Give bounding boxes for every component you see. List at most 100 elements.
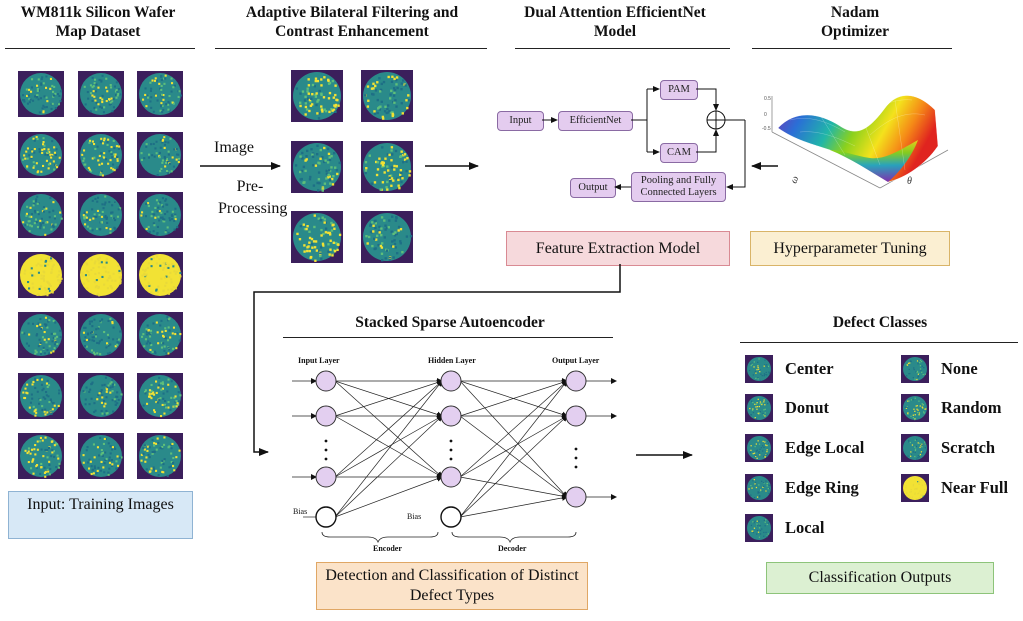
ssa-title: Stacked Sparse Autoencoder <box>355 314 545 331</box>
arrow-model-to-ssa <box>253 264 621 456</box>
decoder-brace <box>451 531 577 544</box>
encoder-brace <box>321 531 439 544</box>
filtered-wafer-image <box>291 70 343 122</box>
defect-class-label: None <box>941 359 978 378</box>
defect-class-wafer-icon <box>745 514 773 542</box>
svg-text:0: 0 <box>764 112 767 118</box>
filter-title-rule <box>215 48 487 49</box>
dataset-wafer-image <box>18 433 64 479</box>
neuron-node <box>315 370 337 392</box>
dataset-wafer-image <box>137 252 183 298</box>
filtered-wafer-image <box>291 141 343 193</box>
dataset-wafer-image <box>78 132 124 178</box>
defect-class-wafer-icon <box>901 394 929 422</box>
dataset-title-rule <box>5 48 195 49</box>
dataset-wafer-image <box>78 312 124 358</box>
classification-outputs-box: Classification Outputs <box>766 562 994 594</box>
neuron-node <box>315 466 337 488</box>
input-layer-label: Input Layer <box>298 356 340 365</box>
output-node: Output <box>570 178 616 198</box>
optimizer-title: Nadam Optimizer <box>820 4 889 40</box>
bias-label-2: Bias <box>407 512 422 521</box>
defect-class-label: Center <box>785 359 834 378</box>
svg-text:-0.5: -0.5 <box>762 126 771 132</box>
neuron-node <box>565 486 587 508</box>
dataset-wafer-image <box>137 192 183 238</box>
defect-class-label: Near Full <box>941 478 1009 497</box>
encoder-label: Encoder <box>373 544 402 553</box>
autoencoder-nodes <box>315 370 587 528</box>
ssa-title-rule <box>283 337 613 338</box>
pam-node: PAM <box>660 80 698 100</box>
dataset-wafer-image <box>137 132 183 178</box>
cam-node: CAM <box>660 143 698 163</box>
model-title: Dual Attention EfficientNet Model <box>524 4 706 40</box>
defect-class-wafer-icon <box>745 434 773 462</box>
dataset-wafer-image <box>137 373 183 419</box>
defect-title-rule <box>740 342 1018 343</box>
filtered-wafer-image <box>361 70 413 122</box>
dataset-wafer-image <box>18 312 64 358</box>
dataset-wafer-image <box>137 312 183 358</box>
bias-label-1: Bias <box>293 507 308 516</box>
detection-classification-box: Detection and Classification of Distinct… <box>316 562 588 610</box>
surface-front-fold <box>830 140 918 182</box>
defect-class-wafer-icon <box>745 474 773 502</box>
dataset-title: WM811k Silicon Wafer Map Dataset <box>20 4 176 40</box>
dataset-wafer-image <box>78 373 124 419</box>
defect-class-wafer-icon <box>901 355 929 383</box>
bias-node <box>315 506 337 528</box>
dataset-wafer-image <box>18 71 64 117</box>
hidden-layer-label: Hidden Layer <box>428 356 476 365</box>
neuron-node <box>565 370 587 392</box>
defect-class-label: Random <box>941 398 1002 417</box>
defect-class-label: Edge Local <box>785 438 865 457</box>
feature-extraction-box: Feature Extraction Model <box>506 231 730 266</box>
decoder-label: Decoder <box>498 544 527 553</box>
input-training-images-box: Input: Training Images <box>8 491 193 539</box>
image-label: Image <box>214 139 254 156</box>
filtered-wafer-image <box>361 141 413 193</box>
dataset-wafer-image <box>18 192 64 238</box>
surface-axis-glyph-left: ω <box>788 175 801 185</box>
defect-title: Defect Classes <box>832 314 928 331</box>
sum-node <box>706 110 726 130</box>
pooling-node: Pooling and Fully Connected Layers <box>631 172 726 202</box>
model-title-rule <box>515 48 730 49</box>
dataset-wafer-image <box>137 433 183 479</box>
defect-class-label: Scratch <box>941 438 996 457</box>
filter-title: Adaptive Bilateral Filtering and Contras… <box>245 4 459 40</box>
output-layer-label: Output Layer <box>552 356 600 365</box>
surface-axis-glyph-right: θ <box>907 176 912 187</box>
autoencoder-edges <box>292 378 617 518</box>
neuron-node <box>440 405 462 427</box>
defect-class-wafer-icon <box>745 394 773 422</box>
svg-text:0.5: 0.5 <box>764 96 771 102</box>
defect-class-wafer-icon <box>901 474 929 502</box>
defect-class-wafer-icon <box>745 355 773 383</box>
dataset-wafer-image <box>78 192 124 238</box>
defect-class-label: Donut <box>785 398 830 417</box>
input-node: Input <box>497 111 544 131</box>
hyperparameter-tuning-box: Hyperparameter Tuning <box>750 231 950 266</box>
filtered-wafer-image <box>291 211 343 263</box>
defect-class-wafer-icon <box>901 434 929 462</box>
neuron-node <box>315 405 337 427</box>
dataset-wafer-image <box>137 71 183 117</box>
defect-class-label: Local <box>785 518 825 537</box>
neuron-node <box>440 370 462 392</box>
defect-class-label: Edge Ring <box>785 478 859 497</box>
optimizer-title-rule <box>752 48 952 49</box>
surface-tick-text: 0.5 0 -0.5 <box>762 96 771 132</box>
dataset-wafer-image <box>78 433 124 479</box>
filtered-wafer-image <box>361 211 413 263</box>
neuron-node <box>565 405 587 427</box>
preprocessing-label: Pre-Processing <box>218 178 288 217</box>
dataset-wafer-image <box>18 252 64 298</box>
bias-node <box>440 506 462 528</box>
dataset-wafer-image <box>18 373 64 419</box>
dataset-wafer-image <box>78 71 124 117</box>
